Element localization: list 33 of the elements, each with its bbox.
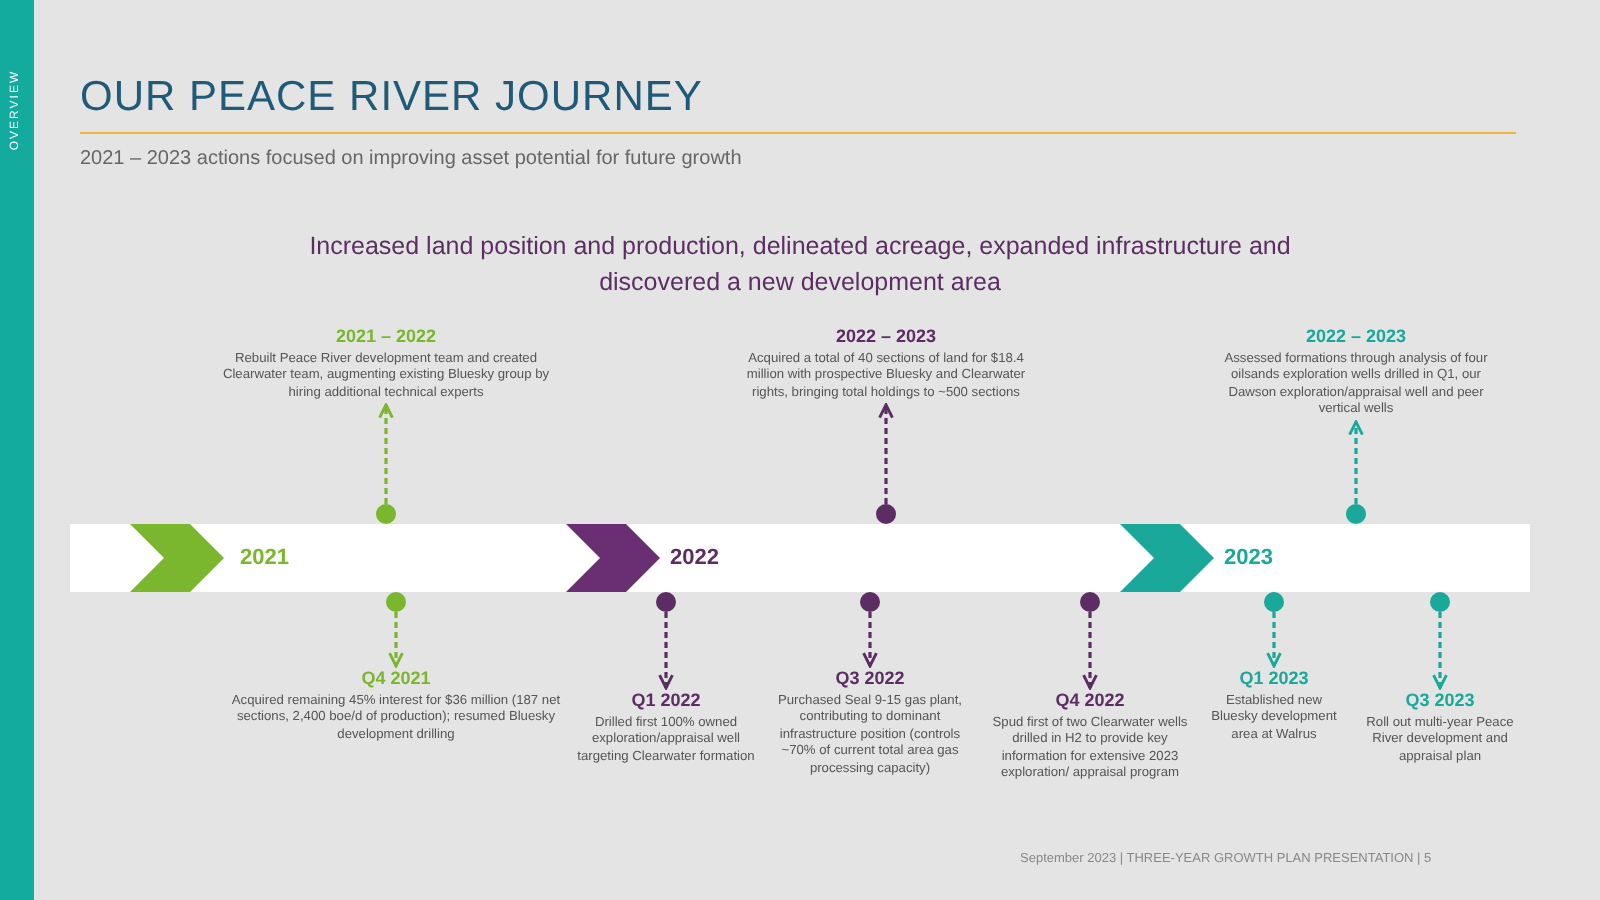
timeline-dot [656,592,676,612]
milestone-date: Q3 2023 [1403,690,1477,714]
timeline-dot [1346,504,1366,524]
dashed-arrow [1082,612,1098,690]
dashed-arrow [878,403,894,504]
milestone-date: 2022 – 2023 [1303,326,1409,350]
milestone-date: 2021 – 2022 [333,326,439,350]
year-label: 2022 [670,546,719,570]
dashed-arrow [1348,420,1364,504]
dashed-arrow [658,612,674,690]
dashed-arrow [388,612,404,668]
dashed-arrow [862,612,878,668]
dashed-arrow [1266,612,1282,668]
slide-title: OUR PEACE RIVER JOURNEY [80,74,703,122]
year-label: 2021 [240,546,289,570]
year-label: 2023 [1224,546,1273,570]
subtitle: 2021 – 2023 actions focused on improving asset potential for future growth [80,148,742,170]
milestone-date: Q4 2021 [359,668,433,692]
timeline-dot [1080,592,1100,612]
timeline-dot [876,504,896,524]
milestone-date: Q3 2022 [833,668,907,692]
milestone-date: Q1 2022 [629,690,703,714]
milestone-date: Q4 2022 [1053,690,1127,714]
dashed-arrow [378,403,394,504]
headline: Increased land position and production, delineated acreage, expanded infrastructure and discovered a new development area [307,230,1293,300]
timeline-dot [376,504,396,524]
timeline-dot [1264,592,1284,612]
timeline-dot [386,592,406,612]
milestone-date: 2022 – 2023 [833,326,939,350]
timeline-dot [1430,592,1450,612]
dashed-arrow [1432,612,1448,690]
milestone-date: Q1 2023 [1237,668,1311,692]
timeline-dot [860,592,880,612]
